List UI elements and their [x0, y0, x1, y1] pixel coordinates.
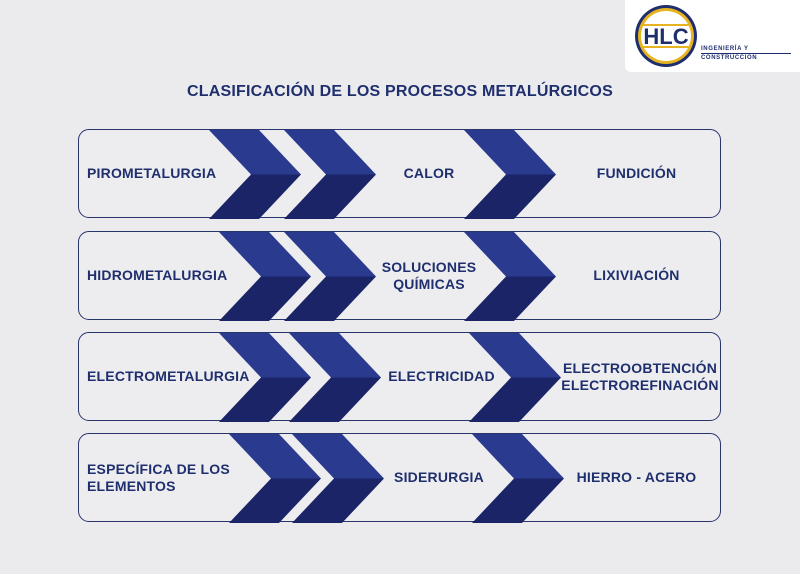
process-agent: CALOR — [403, 165, 455, 181]
process-name: PIROMETALURGIA — [87, 165, 217, 181]
chevron-arrow-icon — [289, 333, 381, 422]
chevron-arrow-icon — [472, 434, 564, 523]
process-agent: SOLUCIONES QUÍMICAS — [381, 258, 477, 292]
hlc-logo-icon: HLC — [635, 5, 697, 67]
process-result: HIERRO - ACERO — [576, 469, 697, 485]
process-name: ELECTROMETALURGIA — [87, 368, 250, 384]
process-row: PIROMETALURGIA CALOR FUNDICIÓN — [78, 129, 721, 219]
process-name: ESPECÍFICA DE LOS ELEMENTOS — [87, 460, 230, 494]
process-result: ELECTROOBTENCIÓN ELECTROREFINACIÓN — [561, 359, 719, 393]
logo-tagline: INGENIERÍA Y CONSTRUCCIÓN — [701, 46, 791, 62]
chevron-arrow-icon — [284, 130, 376, 219]
process-row: HIDROMETALURGIA SOLUCIONES QUÍMICAS LIXI… — [78, 231, 721, 321]
chevron-arrow-icon — [464, 130, 556, 219]
chevron-arrow-icon — [464, 232, 556, 321]
chevron-arrow-icon — [209, 130, 301, 219]
chevron-arrow-icon — [292, 434, 384, 523]
logo-tagline-2: CONSTRUCCIÓN — [701, 53, 791, 62]
process-agent: ELECTRICIDAD — [388, 368, 495, 384]
chevron-arrow-icon — [219, 232, 311, 321]
chevron-arrow-icon — [229, 434, 321, 523]
company-logo: HLC INGENIERÍA Y CONSTRUCCIÓN — [625, 0, 800, 72]
chevron-arrow-icon — [469, 333, 561, 422]
logo-letters: HLC — [643, 24, 688, 49]
process-row: ELECTROMETALURGIA ELECTRICIDAD ELECTROOB… — [78, 332, 721, 422]
process-result: LIXIVIACIÓN — [593, 267, 680, 283]
logo-tagline-1: INGENIERÍA Y — [701, 46, 749, 52]
process-result: FUNDICIÓN — [596, 165, 677, 181]
process-name: HIDROMETALURGIA — [87, 267, 228, 283]
chevron-arrow-icon — [284, 232, 376, 321]
process-row: ESPECÍFICA DE LOS ELEMENTOS SIDERURGIA H… — [78, 433, 721, 523]
diagram-title: CLASIFICACIÓN DE LOS PROCESOS METALÚRGIC… — [187, 83, 613, 100]
chevron-arrow-icon — [219, 333, 311, 422]
process-agent: SIDERURGIA — [394, 469, 484, 485]
